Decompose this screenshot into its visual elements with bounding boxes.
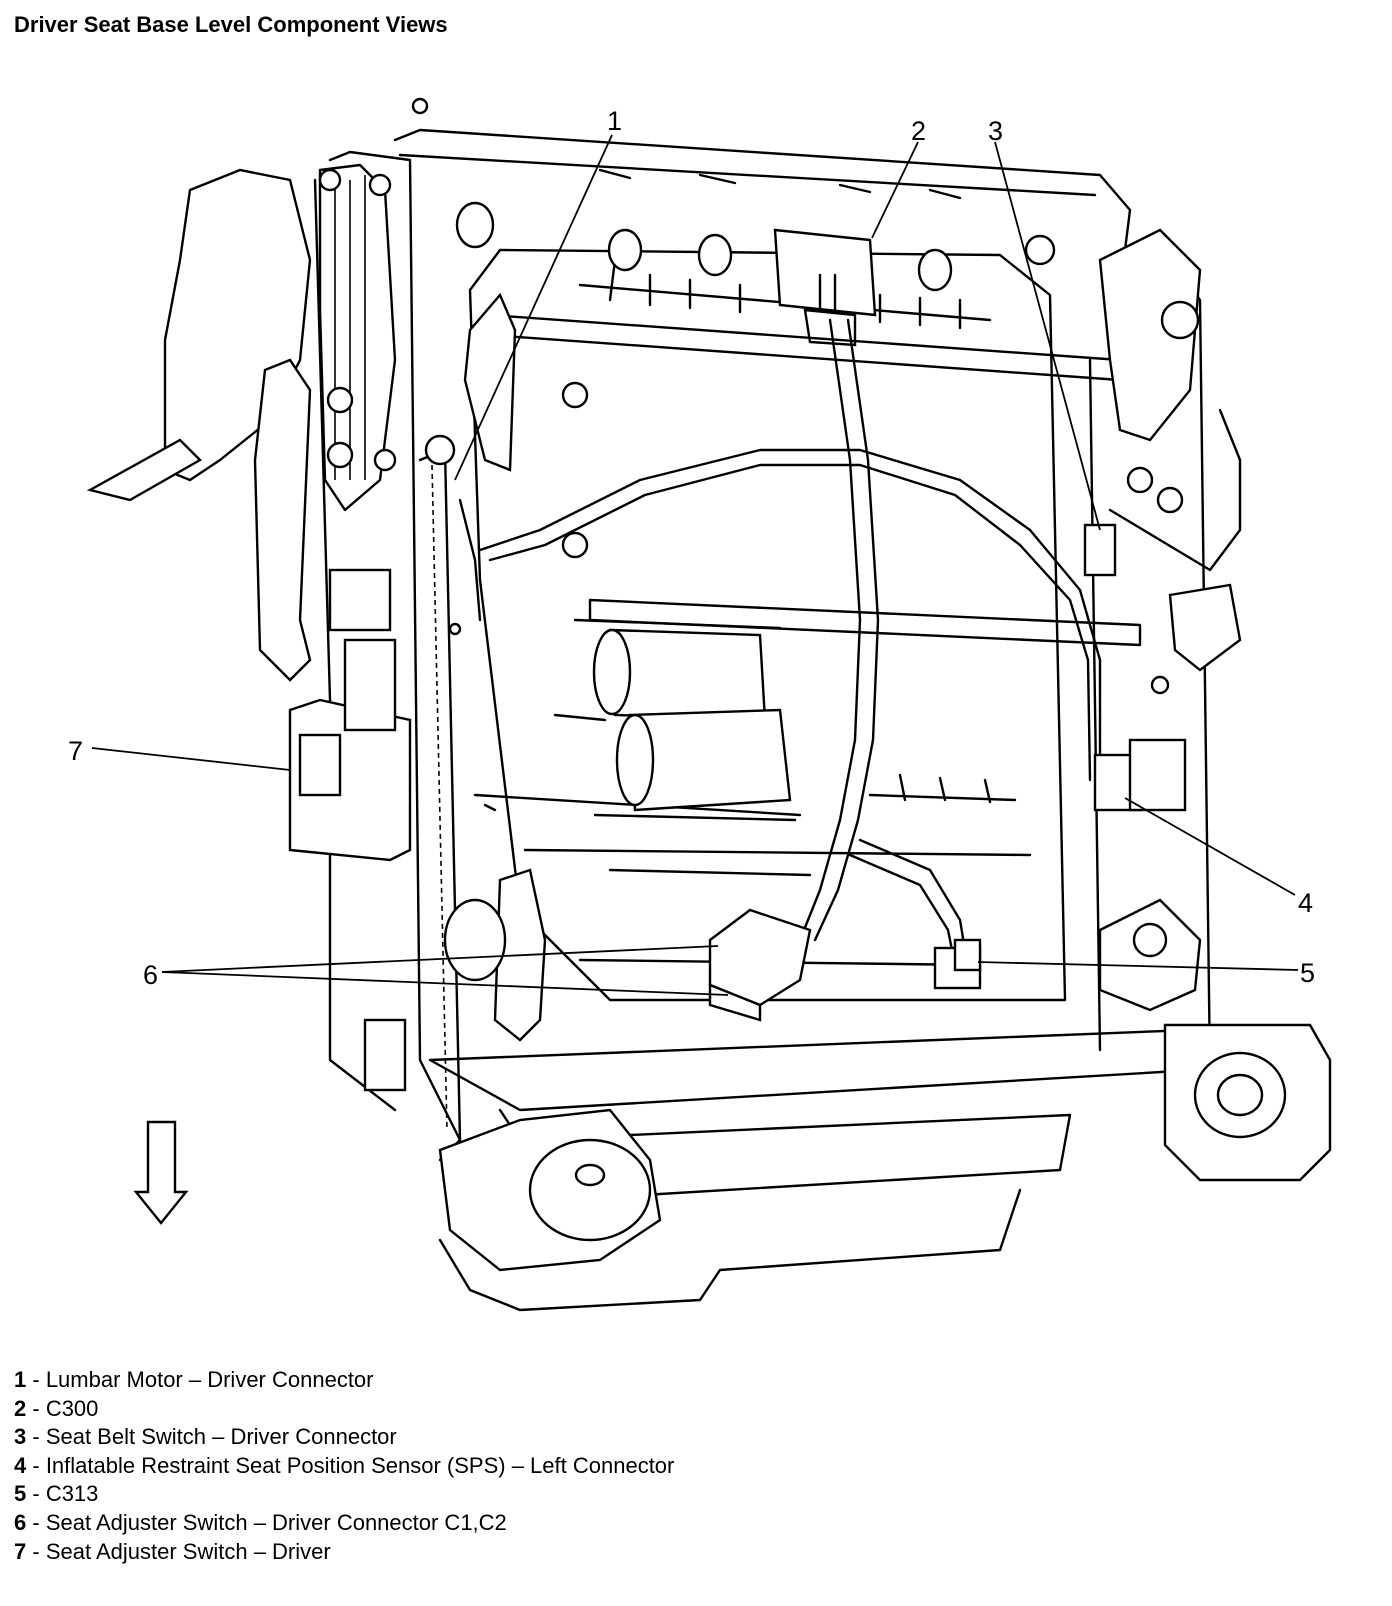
down-arrow-icon	[133, 1120, 189, 1225]
callout-6: 6	[143, 960, 158, 990]
connector-c313	[933, 938, 982, 990]
legend-item: 5 - C313	[14, 1481, 99, 1507]
page-title: Driver Seat Base Level Component Views	[14, 12, 448, 37]
seat-frame	[313, 128, 1332, 1312]
seat-base-diagram: 1 2 3 4 5 6 7	[0, 60, 1392, 1350]
seat-springs	[578, 228, 992, 330]
cross-bars	[473, 313, 1142, 967]
seat-belt-switch-connector	[1083, 523, 1117, 577]
legend-item: 1 - Lumbar Motor – Driver Connector	[14, 1367, 374, 1392]
callout-5: 5	[1300, 958, 1315, 988]
seat-adjuster-switch	[288, 568, 412, 1092]
legend-item: 2 - C300	[14, 1395, 99, 1421]
connector-c300	[773, 228, 877, 347]
leader-lines	[91, 134, 1299, 996]
callout-7: 7	[68, 736, 83, 766]
recliner-assembly	[86, 163, 397, 682]
adjuster-track	[418, 434, 462, 1142]
legend-item: 6 - Seat Adjuster Switch – Driver Connec…	[14, 1509, 507, 1535]
right-side-hardware	[1098, 228, 1242, 1012]
legend-item: 4 - Inflatable Restraint Seat Position S…	[14, 1452, 675, 1478]
callout-2: 2	[911, 116, 926, 146]
lumbar-motor	[592, 628, 792, 812]
legend-item: 3 - Seat Belt Switch – Driver Connector	[14, 1424, 397, 1450]
legend-item: 7 - Seat Adjuster Switch – Driver	[14, 1538, 331, 1564]
sps-connector	[1093, 738, 1187, 812]
callout-1: 1	[607, 106, 622, 136]
component-legend: 1 - Lumbar Motor – Driver Connector 2 - …	[14, 1366, 674, 1566]
callout-3: 3	[988, 116, 1003, 146]
connector-c1-c2	[708, 908, 812, 1022]
callout-labels: 1 2 3 4 5 6 7	[68, 106, 1315, 990]
left-hardware	[411, 97, 1056, 1042]
callout-4: 4	[1298, 888, 1313, 918]
